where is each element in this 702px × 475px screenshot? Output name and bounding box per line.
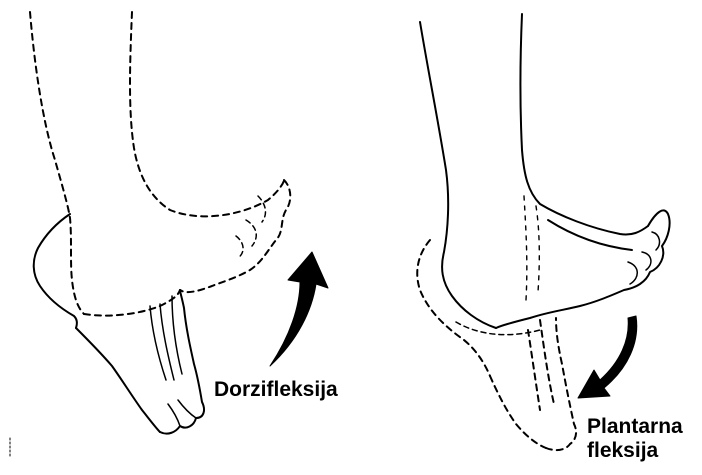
plantar-flexion-label-line1: Plantarna xyxy=(587,415,683,439)
left-foot-figure xyxy=(30,12,328,434)
left-dashed-toes xyxy=(180,180,290,292)
dorsiflexion-label: Dorzifleksija xyxy=(214,378,338,402)
left-dashed-sole xyxy=(84,290,180,316)
right-dashed-foot-back xyxy=(490,376,546,448)
left-solid-foot-back xyxy=(76,328,160,432)
right-dashed-foot-toes xyxy=(546,318,576,450)
right-leg-front-outline xyxy=(521,14,649,235)
plantar-flexion-arrow xyxy=(578,316,637,398)
plantar-flexion-label: Plantarna fleksija xyxy=(587,415,683,463)
right-dashed-crease xyxy=(456,322,540,335)
dorsiflexion-arrow xyxy=(270,252,328,366)
right-foot-figure xyxy=(417,14,669,450)
right-leg-hatching xyxy=(524,196,539,300)
right-leg-back-outline xyxy=(420,22,496,328)
left-dashed-toe-lines xyxy=(236,196,265,258)
left-leg-dashed-back-outline xyxy=(30,12,84,314)
right-solid-toe-details xyxy=(628,232,659,284)
right-dashed-foot-front xyxy=(528,320,554,410)
left-leg-dashed-front-outline xyxy=(130,12,284,216)
right-solid-foot-top xyxy=(548,220,632,250)
right-dashed-heel xyxy=(417,240,490,376)
left-solid-toe-creases xyxy=(150,296,196,426)
plantar-flexion-label-line2: fleksija xyxy=(587,439,683,463)
left-solid-foot-toes xyxy=(160,290,204,434)
